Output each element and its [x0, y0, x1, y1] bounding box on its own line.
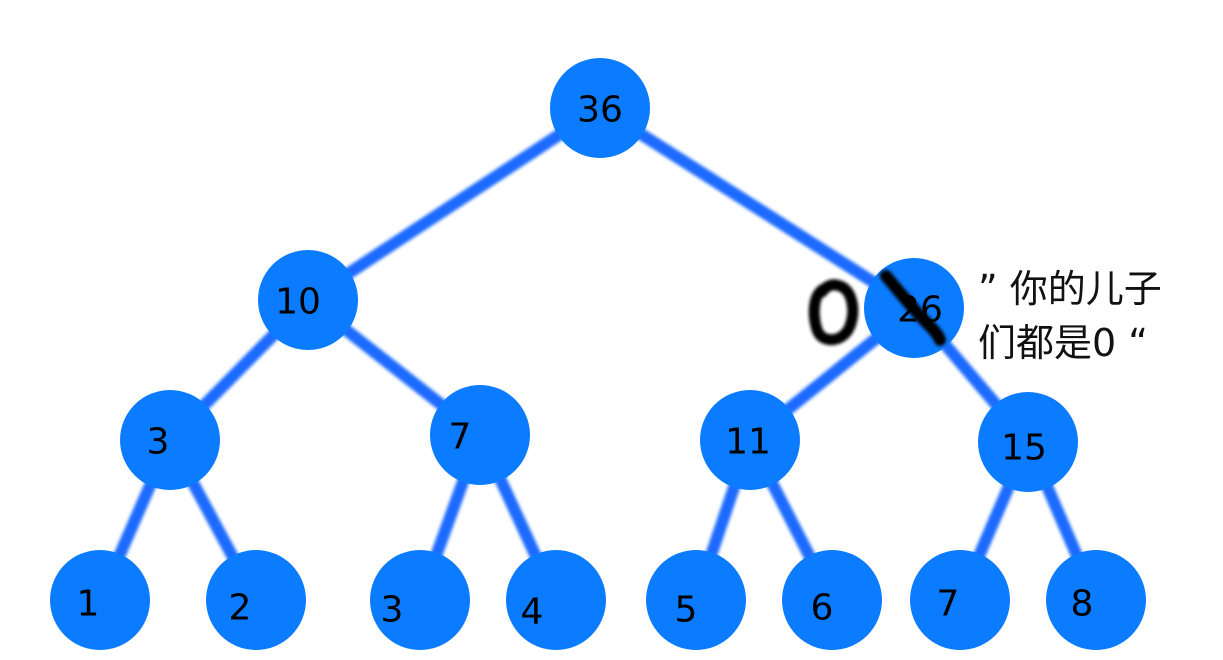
- node-l2-a: 3: [120, 390, 220, 490]
- node-circle: [910, 550, 1010, 650]
- node-label: 2: [229, 588, 252, 629]
- edge-root-l1-right: [594, 102, 920, 314]
- node-label: 10: [275, 282, 321, 323]
- annotation-line-1: ” 你的儿子: [978, 267, 1162, 311]
- node-label: 4: [521, 592, 544, 633]
- annotation-note: ” 你的儿子 们都是0 “: [978, 262, 1218, 370]
- node-label: 11: [725, 422, 771, 463]
- node-label: 3: [147, 422, 170, 463]
- node-circle: [258, 250, 358, 350]
- annotation-line-2: 们都是0 “: [978, 321, 1148, 365]
- node-label: 36: [577, 90, 623, 131]
- edges-layer: [94, 102, 1102, 606]
- node-circle: [1046, 550, 1146, 650]
- node-label: 15: [1001, 428, 1047, 469]
- node-label: 8: [1071, 584, 1094, 625]
- node-circle: [700, 390, 800, 490]
- node-circle: [978, 392, 1078, 492]
- node-root: 36: [550, 58, 650, 158]
- node-label: 1: [77, 584, 100, 625]
- node-l2-b: 7: [430, 385, 530, 485]
- node-circle: [646, 550, 746, 650]
- node-leaf-7: 7: [910, 550, 1010, 650]
- node-leaf-3: 3: [370, 550, 470, 650]
- node-label: 7: [937, 584, 960, 625]
- handwritten-annotation: [808, 270, 946, 346]
- node-circle: [506, 550, 606, 650]
- node-leaf-6: 6: [782, 550, 882, 650]
- node-circle: [206, 550, 306, 650]
- handwritten-zero: [808, 279, 859, 346]
- node-circle: [50, 550, 150, 650]
- edge-root-l1-left: [302, 102, 606, 306]
- node-label: 3: [381, 590, 404, 631]
- node-l2-d: 15: [978, 392, 1078, 492]
- node-circle: [430, 385, 530, 485]
- node-circle: [370, 550, 470, 650]
- node-l1-left: 10: [258, 250, 358, 350]
- node-leaf-2: 2: [206, 550, 306, 650]
- node-label: 5: [675, 590, 698, 631]
- cross-out-stroke: [880, 270, 946, 346]
- node-leaf-5: 5: [646, 550, 746, 650]
- node-label: 7: [449, 417, 472, 458]
- node-circle: [782, 550, 882, 650]
- node-leaf-1: 1: [50, 550, 150, 650]
- node-circle: [120, 390, 220, 490]
- node-l2-c: 11: [700, 390, 800, 490]
- node-leaf-8: 8: [1046, 550, 1146, 650]
- node-circle: [550, 58, 650, 158]
- node-label: 6: [811, 588, 834, 629]
- node-leaf-4: 4: [506, 550, 606, 650]
